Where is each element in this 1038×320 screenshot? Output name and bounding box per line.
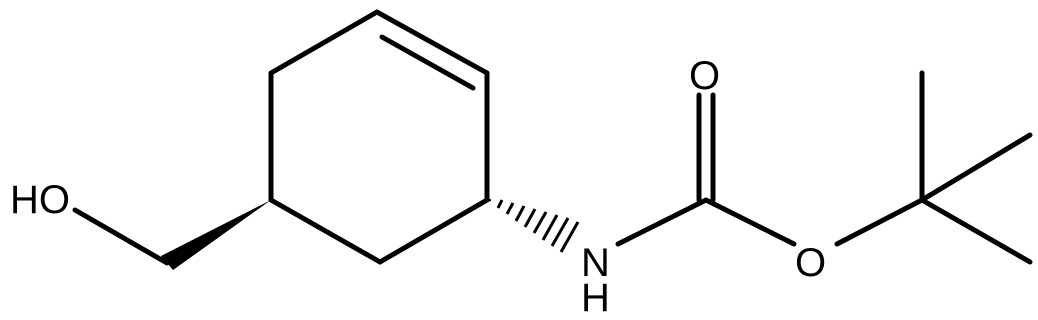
bond-ring-c4-c5 xyxy=(268,197,383,265)
bond-carbonyl-ester-o xyxy=(703,197,797,247)
bond-tbu-methyl-right xyxy=(919,132,1033,203)
bond-ring-c3-c4 xyxy=(377,197,490,265)
nitrogen-label: N xyxy=(581,241,610,285)
hashed-wedge-bond-n xyxy=(487,198,580,253)
bond-ester-o-quaternary xyxy=(834,197,925,247)
bond-ring-c1-c2-double xyxy=(379,34,476,91)
carbonyl-oxygen-label: O xyxy=(689,54,720,98)
bond-ring-c6-c1 xyxy=(268,9,380,76)
bond-ch2-oh xyxy=(72,207,170,266)
hydroxyl-label: HO xyxy=(10,178,70,222)
nitrogen-hydrogen-label: H xyxy=(581,276,610,320)
bond-tbu-methyl-bottom xyxy=(919,197,1033,265)
bond-n-carbonyl xyxy=(615,197,709,247)
solid-wedge-bond-ch2 xyxy=(161,200,271,270)
bond-ring-c1-c2 xyxy=(374,9,490,76)
ester-oxygen-label: O xyxy=(795,241,826,285)
